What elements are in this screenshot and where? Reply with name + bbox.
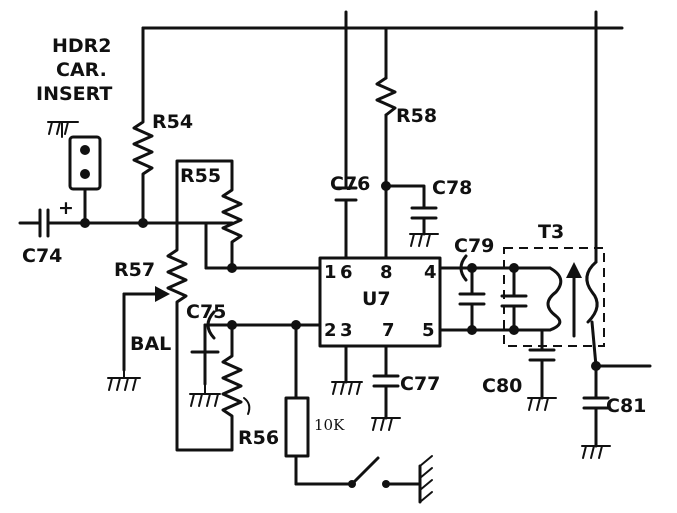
u7-label: U7 xyxy=(362,288,391,310)
hdr2-label: HDR2 xyxy=(52,35,112,57)
pin-7: 7 xyxy=(382,320,395,341)
c78-capacitor xyxy=(384,184,439,247)
c79-label: C79 xyxy=(454,235,494,257)
r57-potentiometer xyxy=(107,221,234,452)
ic-pin-numbers: 1 6 8 4 2 3 7 5 xyxy=(324,262,437,341)
t3-label: T3 xyxy=(538,221,564,243)
r54-label: R54 xyxy=(152,111,193,133)
c74-capacitor xyxy=(18,208,234,238)
r56-label: R56 xyxy=(238,427,279,449)
c80-label: C80 xyxy=(482,375,522,397)
c81-capacitor xyxy=(581,361,652,459)
r10k-label: 10K xyxy=(314,416,345,434)
t3-transformer xyxy=(500,26,605,368)
ic-input-wires xyxy=(203,221,322,330)
pin-1: 1 xyxy=(324,262,337,283)
hdr2-jumper xyxy=(47,121,102,225)
c76-label: C76 xyxy=(330,173,370,195)
pin-3: 3 xyxy=(340,320,353,341)
r56-resistor xyxy=(221,323,251,430)
r55-resistor xyxy=(175,159,243,270)
pin-8: 8 xyxy=(380,262,393,283)
pin-5: 5 xyxy=(422,320,435,341)
c79-capacitor xyxy=(438,254,552,335)
r58-label: R58 xyxy=(396,105,437,127)
r54-resistor xyxy=(132,110,154,225)
supply-rail xyxy=(141,10,624,114)
pin-6: 6 xyxy=(340,262,353,283)
c78-label: C78 xyxy=(432,177,472,199)
c76-capacitor xyxy=(334,26,358,202)
r57-label: R57 xyxy=(114,259,155,281)
pin-2: 2 xyxy=(324,320,337,341)
plus-label: + xyxy=(58,197,74,219)
c80-capacitor xyxy=(527,328,557,411)
r55-label: R55 xyxy=(180,165,221,187)
r10k-resistor xyxy=(284,323,433,504)
c81-label: C81 xyxy=(606,395,646,417)
component-labels: HDR2 CAR. INSERT R54 R58 R55 C76 C78 + C… xyxy=(22,35,646,449)
insert-label: INSERT xyxy=(36,83,112,105)
c75-label: C75 xyxy=(186,301,226,323)
pin-4: 4 xyxy=(424,262,437,283)
c77-capacitor xyxy=(371,374,401,431)
car-label: CAR. xyxy=(56,59,107,81)
c75-capacitor xyxy=(189,310,221,407)
c77-label: C77 xyxy=(400,373,440,395)
c74-label: C74 xyxy=(22,245,62,267)
bal-label: BAL xyxy=(130,333,171,355)
